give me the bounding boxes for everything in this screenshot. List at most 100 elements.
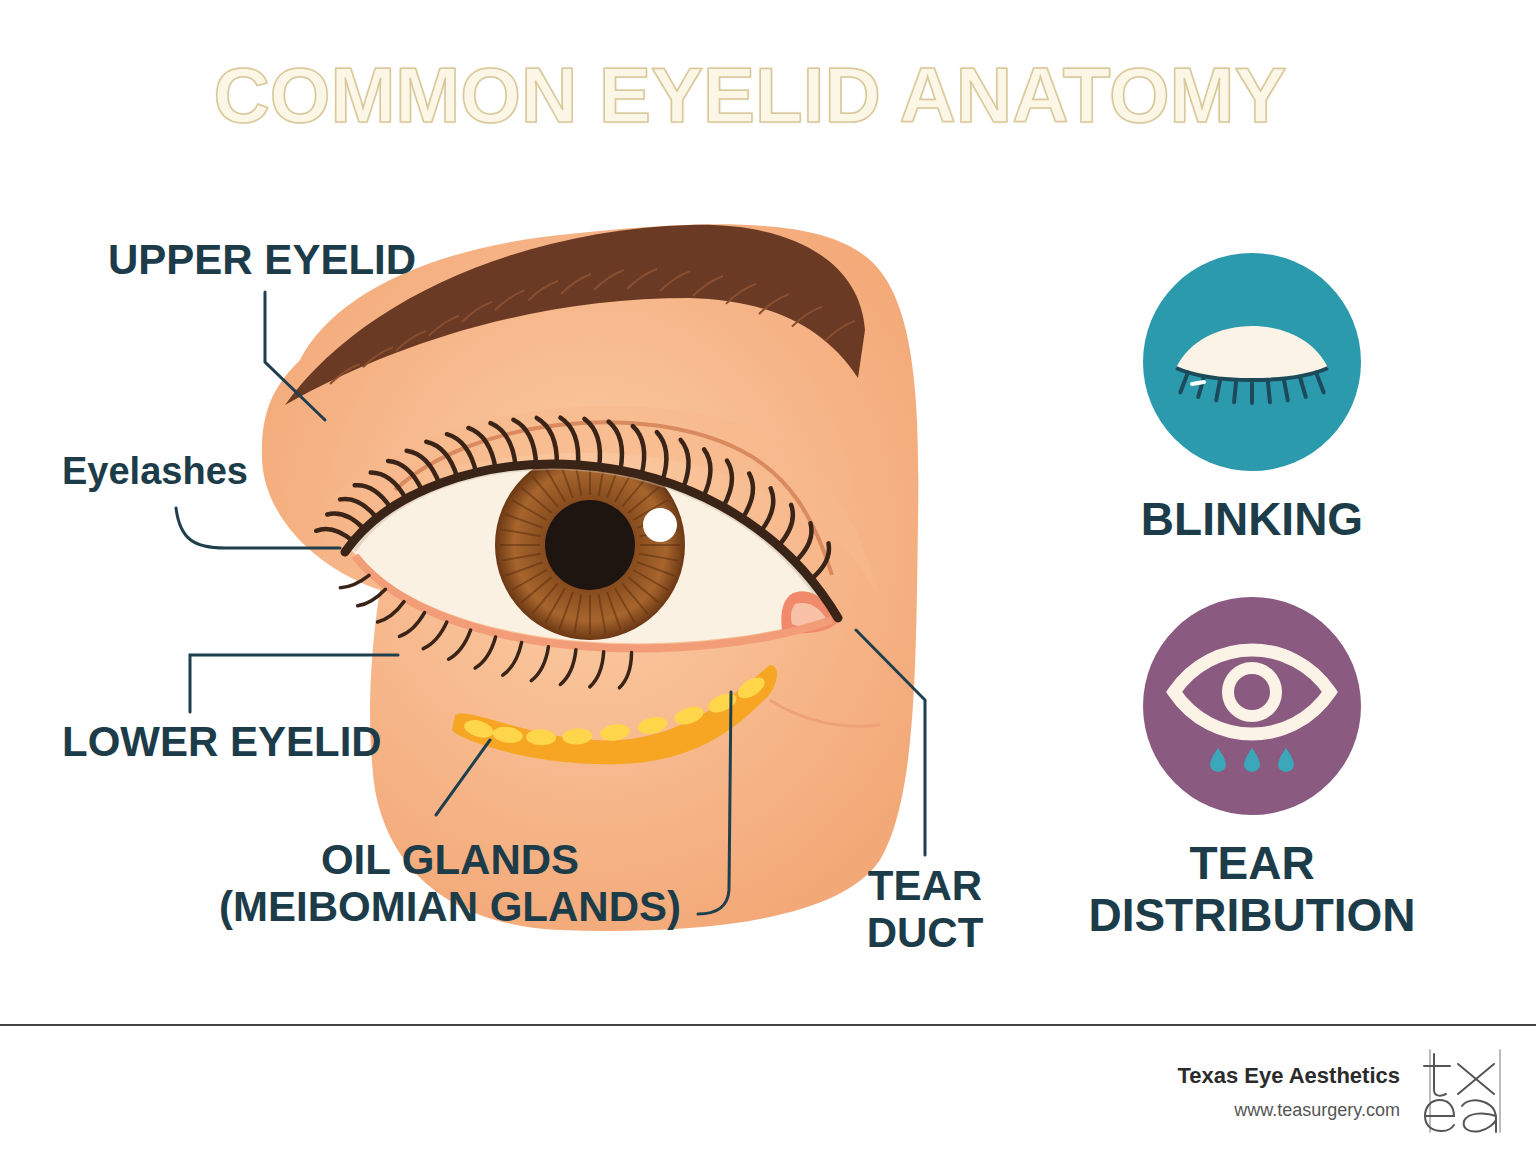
eyelash [795, 523, 811, 562]
brow-hair [759, 294, 789, 314]
eyelash [681, 440, 689, 488]
brow-hair [330, 364, 360, 384]
gland [492, 725, 524, 745]
eyelash [407, 451, 440, 484]
part-label: UPPER EYELID [108, 236, 416, 283]
iris-fiber [500, 544, 540, 546]
eyelash [811, 543, 829, 579]
iris-fiber [501, 554, 540, 561]
footer-rule [0, 1024, 1536, 1026]
iris-fiber [545, 467, 565, 502]
iris-fiber [521, 487, 552, 513]
brow-hair [594, 270, 624, 290]
circle-fill [1143, 597, 1361, 815]
part-label: TEAR DUCT [845, 862, 1005, 956]
eye-iris [1228, 668, 1276, 716]
company-name: Texas Eye Aesthetics [1177, 1064, 1400, 1089]
node-caption: BLINKING [1072, 494, 1432, 546]
lower-lid-rim [355, 556, 832, 648]
iris-fiber [637, 562, 675, 576]
eye-outline [1174, 650, 1330, 734]
icon-shine [1192, 382, 1204, 384]
blink-icon [1176, 326, 1328, 403]
skin-shape [262, 224, 919, 931]
eyelash [560, 650, 576, 685]
icon-lash [1284, 380, 1288, 400]
brow-hair [462, 302, 492, 322]
eyelash [475, 637, 495, 668]
iris-fiber [599, 594, 606, 633]
eyelash [378, 602, 405, 622]
cheek-fold [770, 700, 880, 726]
node-caption: TEAR DISTRIBUTION [1072, 838, 1432, 941]
iris-fiber [512, 570, 547, 590]
eyelash [388, 461, 422, 491]
title: COMMON EYELID ANATOMY [0, 52, 1500, 139]
eyelash [513, 420, 536, 465]
gland [734, 673, 768, 702]
eyelash [491, 423, 516, 466]
iris-fiber [574, 594, 581, 633]
brow-hair [495, 290, 525, 310]
iris-fiber [545, 588, 565, 623]
eyelash [340, 575, 369, 587]
gland [705, 690, 739, 717]
lid-line [1176, 368, 1328, 380]
eyelashes [316, 418, 829, 688]
highlight [643, 508, 677, 542]
eyelash [657, 432, 667, 481]
closed-lid [1176, 326, 1328, 380]
icon-lash [1234, 382, 1236, 402]
eyebrow-hair [330, 269, 855, 384]
eyelash [531, 647, 548, 681]
gland [526, 729, 556, 746]
eyelash [468, 428, 495, 469]
circle-shape [1142, 252, 1362, 472]
iris-fiber [607, 592, 621, 630]
eyelash [584, 419, 600, 467]
eyelash [447, 434, 476, 472]
brow-hair [726, 284, 756, 304]
iris-fiber [589, 455, 591, 495]
eyelash [742, 474, 753, 519]
pupil [545, 500, 635, 590]
meibomian-band [452, 665, 777, 764]
leader-lines [176, 292, 925, 914]
circle-fill [1143, 253, 1361, 471]
tear-icon [1174, 650, 1330, 772]
eyelash [537, 418, 557, 464]
part-label: Eyelashes [62, 450, 248, 493]
eyelash [619, 652, 631, 687]
iris-fiber [615, 588, 635, 623]
eyelash [426, 442, 457, 478]
eyelash [723, 461, 732, 507]
iris-fiber [521, 577, 552, 603]
tear-drop [1244, 748, 1260, 772]
brow-hair [792, 307, 822, 327]
icon-lash [1180, 372, 1188, 392]
brow-hair [528, 281, 558, 301]
icon-lash [1250, 383, 1254, 403]
gland [636, 714, 669, 736]
tear-drop [1278, 748, 1294, 772]
eyelash [355, 485, 391, 508]
eyelash [560, 418, 578, 465]
brow-hair [693, 276, 723, 296]
eyelash [316, 529, 353, 541]
eyelash [371, 473, 406, 499]
part-label: OIL GLANDS (MEIBOMIAN GLANDS) [210, 836, 690, 930]
eyelash [449, 630, 471, 659]
eyelash [423, 622, 447, 649]
iris-fiber [532, 583, 558, 614]
eyelash [703, 449, 710, 497]
iris-fiber [559, 592, 573, 630]
brow-hair [363, 347, 393, 367]
brow-hair [396, 331, 426, 351]
circle-shape [1142, 596, 1362, 816]
icon-lash [1198, 377, 1204, 397]
iris-fiber [639, 554, 678, 561]
icon-circle-node: TEAR DISTRIBUTION [1072, 596, 1432, 942]
eyelash [761, 488, 774, 531]
eyelash [590, 652, 604, 687]
